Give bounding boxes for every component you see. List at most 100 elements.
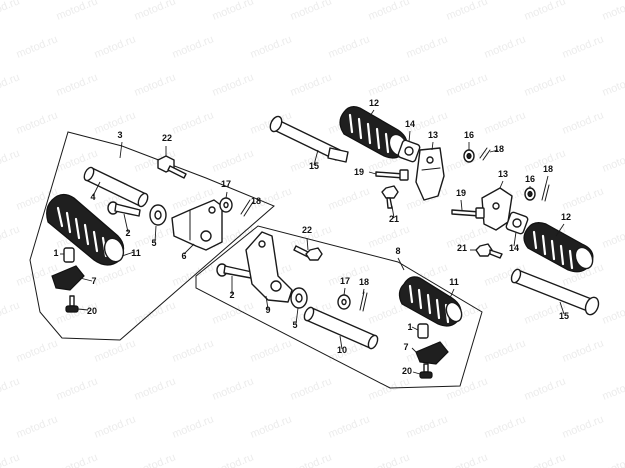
watermark-text: motod.ru xyxy=(601,147,625,174)
left-footrest-assembly xyxy=(29,131,275,341)
callout-5: 5 xyxy=(151,238,156,248)
watermark-text: motod.ru xyxy=(211,375,256,402)
callout-6: 6 xyxy=(181,251,186,261)
watermark-text: motod.ru xyxy=(55,375,100,402)
watermark-text: motod.ru xyxy=(0,375,21,402)
callout-12: 12 xyxy=(561,212,571,222)
watermark-text: motod.ru xyxy=(289,71,334,98)
watermark-text: motod.ru xyxy=(405,413,450,440)
watermark-text: motod.ru xyxy=(211,299,256,326)
part-16-washer-middle xyxy=(524,187,536,201)
right-top-parts xyxy=(269,106,499,219)
callout-7: 7 xyxy=(91,276,96,286)
callout-11: 11 xyxy=(449,277,459,287)
watermark-text: motod.ru xyxy=(0,299,21,326)
watermark-text: motod.ru xyxy=(289,375,334,402)
callout-17: 17 xyxy=(340,276,350,286)
watermark-text: motod.ru xyxy=(55,451,100,468)
callout-22: 22 xyxy=(302,225,312,235)
callout-8: 8 xyxy=(395,246,400,256)
watermark-text: motod.ru xyxy=(211,0,256,23)
part-19-bolt-top xyxy=(375,169,409,181)
part-7-plate-left xyxy=(51,265,85,291)
watermark-text: motod.ru xyxy=(483,337,528,364)
part-14-spacer-top xyxy=(397,139,421,163)
part-14-spacer-middle xyxy=(505,211,529,235)
part-11-rubber-footpeg-left xyxy=(46,193,125,266)
watermark-text: motod.ru xyxy=(171,33,216,60)
part-1-cap-left xyxy=(63,247,75,263)
part-21-bolt-top xyxy=(381,185,399,209)
part-18-cotter-pin-left xyxy=(240,199,254,217)
watermark-text: motod.ru xyxy=(601,451,625,468)
callout-18: 18 xyxy=(494,144,504,154)
part-1-cap-bottom xyxy=(417,323,429,339)
watermark-text: motod.ru xyxy=(601,223,625,250)
callout-18: 18 xyxy=(359,277,369,287)
watermark-text: motod.ru xyxy=(405,33,450,60)
callout-19: 19 xyxy=(456,188,466,198)
watermark-text: motod.ru xyxy=(445,451,490,468)
part-5-washer-bottom xyxy=(290,287,308,309)
part-6-bracket-left xyxy=(171,199,223,251)
part-2-pin-left xyxy=(107,201,141,217)
watermark-text: motod.ru xyxy=(133,0,178,23)
part-20-screw-left xyxy=(65,295,79,313)
watermark-text: motod.ru xyxy=(445,71,490,98)
callout-12: 12 xyxy=(369,98,379,108)
right-middle-parts xyxy=(451,175,600,316)
watermark-text: motod.ru xyxy=(0,223,21,250)
watermark-text: motod.ru xyxy=(55,71,100,98)
watermark-text: motod.ru xyxy=(367,451,412,468)
watermark-text: motod.ru xyxy=(327,185,372,212)
callout-20: 20 xyxy=(87,306,97,316)
part-9-bracket-bottom xyxy=(245,231,293,303)
right-footrest-assembly xyxy=(195,225,483,389)
part-15-rod-top xyxy=(269,115,349,163)
watermark-text: motod.ru xyxy=(561,185,606,212)
callout-11: 11 xyxy=(131,248,141,258)
watermark-text: motod.ru xyxy=(15,413,60,440)
callout-5: 5 xyxy=(292,320,297,330)
callout-1: 1 xyxy=(407,322,412,332)
watermark-text: motod.ru xyxy=(561,337,606,364)
watermark-text: motod.ru xyxy=(171,109,216,136)
callout-13: 13 xyxy=(498,169,508,179)
part-12-rubber-footpeg-middle xyxy=(523,222,594,273)
part-20-screw-bottom xyxy=(419,363,433,379)
callout-18: 18 xyxy=(543,164,553,174)
watermark-text: motod.ru xyxy=(561,33,606,60)
watermark-text: motod.ru xyxy=(483,33,528,60)
watermark-text: motod.ru xyxy=(15,109,60,136)
watermark-text: motod.ru xyxy=(327,413,372,440)
watermark-text: motod.ru xyxy=(367,223,412,250)
callout-16: 16 xyxy=(525,174,535,184)
group-outline-bottom xyxy=(195,225,483,389)
watermark-text: motod.ru xyxy=(93,413,138,440)
part-19-bolt-middle xyxy=(451,207,485,219)
watermark-text: motod.ru xyxy=(289,0,334,23)
callout-2: 2 xyxy=(229,290,234,300)
watermark-text: motod.ru xyxy=(211,147,256,174)
callout-2: 2 xyxy=(125,228,130,238)
part-5-washer-left xyxy=(149,204,167,226)
callout-17: 17 xyxy=(221,179,231,189)
watermark-text: motod.ru xyxy=(93,109,138,136)
watermark-text: motod.ru xyxy=(133,71,178,98)
watermark-text: motod.ru xyxy=(601,71,625,98)
part-22-bolt-bottom xyxy=(293,245,323,261)
part-16-washer-top xyxy=(463,149,475,163)
watermark-text: motod.ru xyxy=(367,0,412,23)
watermark-text: motod.ru xyxy=(93,337,138,364)
part-17-washer-left xyxy=(219,197,233,213)
part-18-cotter-pin-top xyxy=(479,147,491,161)
watermark-text: motod.ru xyxy=(249,337,294,364)
watermark-text: motod.ru xyxy=(171,337,216,364)
callout-14: 14 xyxy=(509,243,519,253)
callout-14: 14 xyxy=(405,119,415,129)
part-15-rod-bottom xyxy=(510,268,600,316)
watermark-text: motod.ru xyxy=(483,413,528,440)
part-18-cotter-pin-bottom xyxy=(359,291,368,312)
part-4-pivot-rod xyxy=(83,166,149,208)
